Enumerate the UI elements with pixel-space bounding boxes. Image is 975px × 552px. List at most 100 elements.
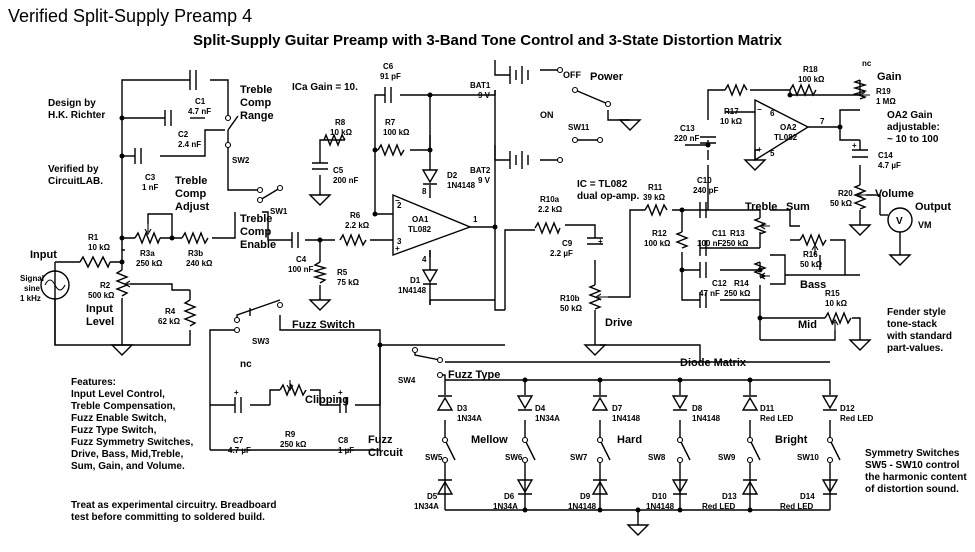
r20-value: 50 kΩ <box>830 199 853 208</box>
c6-ref: C6 <box>383 62 394 71</box>
r15-ref: R15 <box>825 289 840 298</box>
fender-line4: part-values. <box>887 343 943 354</box>
drive-label: Drive <box>605 317 633 329</box>
r13-ref: R13 <box>730 229 745 238</box>
features-line4: Fuzz Enable Switch, <box>71 413 167 424</box>
d12-ref: D12 <box>840 404 855 413</box>
sw5-ref: SW5 <box>425 453 443 462</box>
verified-by-line2: CircuitLAB. <box>48 176 103 187</box>
features-line5: Fuzz Type Switch, <box>71 425 157 436</box>
r8-value: 10 kΩ <box>330 128 353 137</box>
battery-symbols <box>509 66 529 169</box>
d2-value: 1N4148 <box>447 181 476 190</box>
diode-matrix-label: Diode Matrix <box>680 357 747 369</box>
r9-value: 250 kΩ <box>280 440 307 449</box>
signal-line3: 1 kHz <box>20 294 41 303</box>
caution-line2: test before committing to soldered build… <box>71 512 265 523</box>
oa2-minus: − <box>757 105 762 114</box>
sw11-ref: SW11 <box>568 123 590 132</box>
r3a-value: 250 kΩ <box>136 259 163 268</box>
r12-ref: R12 <box>652 229 667 238</box>
c6-value: 91 pF <box>380 72 401 81</box>
r3a-ref: R3a <box>140 249 155 258</box>
mid-label: Mid <box>798 319 817 331</box>
mellow-label: Mellow <box>471 434 508 446</box>
treble-comp-enable-line2: Comp <box>240 226 271 238</box>
oa2-gain-line3: ~ 10 to 100 <box>887 134 939 145</box>
symmetry-line1: Symmetry Switches <box>865 448 960 459</box>
d3-ref: D3 <box>457 404 468 413</box>
output-label: Output <box>915 201 951 213</box>
symmetry-line4: of distortion sound. <box>865 484 959 495</box>
c14-plus: + <box>852 141 857 150</box>
d14-ref: D14 <box>800 492 815 501</box>
r15-value: 10 kΩ <box>825 299 848 308</box>
treble-comp-adjust-line1: Treble <box>175 175 207 187</box>
oa2-pin5: 5 <box>770 149 775 158</box>
r10b-value: 50 kΩ <box>560 304 583 313</box>
d9-ref: D9 <box>580 492 591 501</box>
c10-ref: C10 <box>697 176 712 185</box>
treble-comp-enable-line1: Treble <box>240 213 272 225</box>
resistor-symbols <box>79 79 868 397</box>
c9-value: 2.2 µF <box>550 249 573 258</box>
r12-value: 100 kΩ <box>644 239 671 248</box>
input-label: Input <box>30 249 57 261</box>
r2-value: 500 kΩ <box>88 291 115 300</box>
oa1-plus: + <box>395 244 400 253</box>
hard-label: Hard <box>617 434 642 446</box>
sw8-ref: SW8 <box>648 453 666 462</box>
r6-value: 2.2 kΩ <box>345 221 370 230</box>
sw10-ref: SW10 <box>797 453 819 462</box>
signal-line2: sine <box>24 284 41 293</box>
sw4-ref: SW4 <box>398 376 416 385</box>
ic-note-line2: dual op-amp. <box>577 191 639 202</box>
treble-comp-enable-line3: Enable <box>240 239 276 251</box>
signal-line1: Signal <box>20 274 44 283</box>
page-header: Verified Split-Supply Preamp 4 <box>8 6 253 26</box>
r4-value: 62 kΩ <box>158 317 181 326</box>
r17-value: 10 kΩ <box>720 117 743 126</box>
r5-ref: R5 <box>337 268 348 277</box>
c3-value: 1 nF <box>142 183 159 192</box>
r2-ref: R2 <box>100 281 111 290</box>
sw3-ref: SW3 <box>252 337 270 346</box>
features-line7: Drive, Bass, Mid,Treble, <box>71 449 183 460</box>
input-level-line2: Level <box>86 316 114 328</box>
r14-ref: R14 <box>734 279 749 288</box>
symmetry-line2: SW5 - SW10 control <box>865 460 960 471</box>
c11-value: 100 nF <box>697 239 722 248</box>
symmetry-line3: the harmonic content <box>865 472 967 483</box>
d6-value: 1N34A <box>493 502 518 511</box>
r5-value: 75 kΩ <box>337 278 360 287</box>
off-label: OFF <box>563 70 581 80</box>
features-line2: Input Level Control, <box>71 389 165 400</box>
r3b-value: 240 kΩ <box>186 259 213 268</box>
junction-dots <box>119 92 843 513</box>
r10a-ref: R10a <box>540 195 560 204</box>
r18-ref: R18 <box>803 65 818 74</box>
d13-value: Red LED <box>702 502 736 511</box>
r17-ref: R17 <box>724 107 739 116</box>
oa1-pin4: 4 <box>422 255 427 264</box>
oa2-gain-line2: adjustable: <box>887 122 940 133</box>
c9-plus: + <box>598 237 603 246</box>
bat1-ref: BAT1 <box>470 81 491 90</box>
d2-ref: D2 <box>447 171 458 180</box>
c4-value: 100 nF <box>288 265 313 274</box>
r11-value: 39 kΩ <box>643 193 666 202</box>
nc-top-label: nc <box>862 59 872 68</box>
features-line6: Fuzz Symmetry Switches, <box>71 437 193 448</box>
c5-ref: C5 <box>333 166 344 175</box>
c1-value: 4.7 nF <box>188 107 211 116</box>
r8-ref: R8 <box>335 118 346 127</box>
voltmeter-icon <box>880 207 913 233</box>
features-line8: Sum, Gain, and Volume. <box>71 461 185 472</box>
ica-gain-note: ICa Gain = 10. <box>292 82 358 93</box>
d12-value: Red LED <box>840 414 874 423</box>
d8-ref: D8 <box>692 404 703 413</box>
c12-ref: C12 <box>712 279 727 288</box>
r10a-value: 2.2 kΩ <box>538 205 563 214</box>
oa1-pin1: 1 <box>473 215 478 224</box>
